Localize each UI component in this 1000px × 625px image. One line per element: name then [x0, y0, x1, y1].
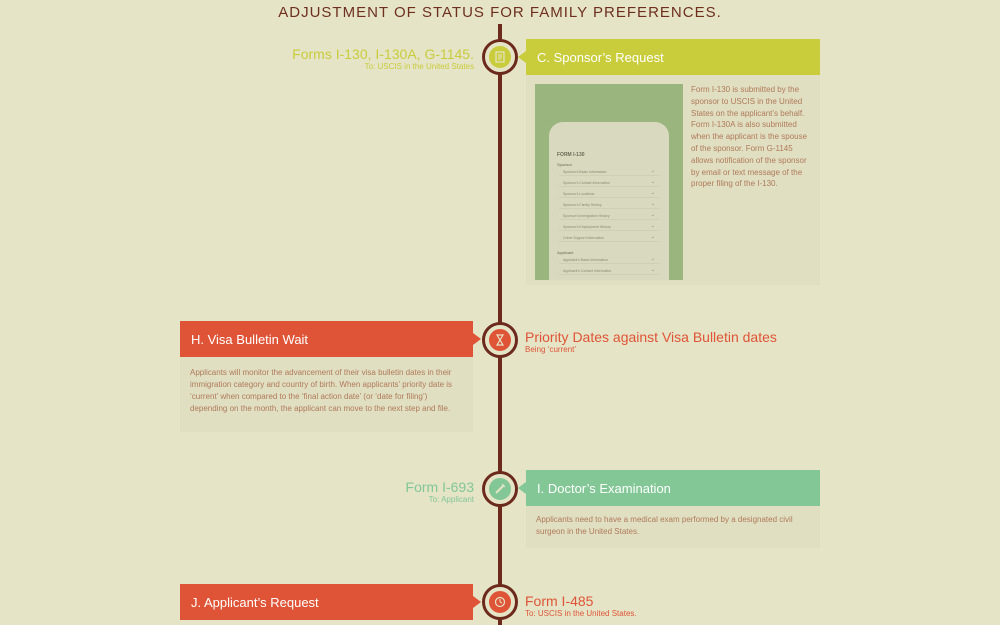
form-row: Sponsor's Employment History [559, 222, 659, 231]
form-row: Crime Support Information [559, 233, 659, 242]
side-label-main: Form I-693 [405, 479, 474, 495]
card-title: I. Doctor’s Examination [537, 480, 671, 496]
form-row: Applicant's Basic Information [559, 255, 659, 264]
hourglass-icon [494, 334, 506, 346]
side-label-sponsor: Forms I-130, I-130A, G-1145. To: USCIS i… [292, 46, 474, 72]
form-row: Sponsor's Basic Information [559, 167, 659, 176]
card-title: J. Applicant’s Request [191, 594, 319, 610]
side-label-sub: Being ‘current’ [525, 345, 577, 354]
card-body-doctor: Applicants need to have a medical exam p… [526, 506, 820, 548]
card-title: C. Sponsor’s Request [537, 49, 664, 65]
side-label-main: Form I-485 [525, 593, 594, 609]
card-body-visa-bulletin: Applicants will monitor the advancement … [180, 357, 473, 432]
side-label-main: Forms I-130, I-130A, G-1145. [292, 46, 474, 62]
side-label-doctor: Form I-693 To: Applicant [406, 479, 474, 505]
card-header-visa-bulletin[interactable]: H. Visa Bulletin Wait [180, 321, 473, 357]
card-text: Applicants need to have a medical exam p… [536, 515, 793, 536]
card-text: Applicants will monitor the advancement … [190, 368, 453, 413]
side-label-sub: To: USCIS in the United States. [525, 609, 637, 618]
card-pointer [518, 51, 526, 63]
card-pointer [473, 333, 481, 345]
side-label-visa-bulletin: Priority Dates against Visa Bulletin dat… [525, 329, 777, 355]
card-header-applicant[interactable]: J. Applicant’s Request [180, 584, 473, 620]
form-row: Sponsor's Locations [559, 189, 659, 198]
form-row: Sponsor's Family History [559, 200, 659, 209]
card-title: H. Visa Bulletin Wait [191, 331, 309, 347]
side-label-sub: To: USCIS in the United States [364, 62, 474, 71]
form-title: FORM I-130 [557, 152, 585, 158]
phone-mockup: FORM I-130 Sponsor Sponsor's Basic Infor… [549, 122, 669, 280]
timeline-node-sponsor[interactable] [482, 39, 518, 75]
form-i130-image: FORM I-130 Sponsor Sponsor's Basic Infor… [535, 84, 683, 280]
form-row: Sponsor's Contact Information [559, 178, 659, 187]
timeline-node-visa-bulletin[interactable] [482, 322, 518, 358]
card-header-doctor[interactable]: I. Doctor’s Examination [526, 470, 820, 506]
card-text-sponsor: Form I-130 is submitted by the sponsor t… [691, 85, 808, 189]
syringe-icon [494, 483, 506, 495]
form-section-sponsor: Sponsor [557, 162, 572, 167]
timeline-node-doctor[interactable] [482, 471, 518, 507]
form-row: Applicant's Contact Information [559, 266, 659, 275]
card-pointer [518, 482, 526, 494]
page-title: ADJUSTMENT OF STATUS FOR FAMILY PREFEREN… [278, 4, 722, 21]
card-pointer [473, 596, 481, 608]
side-label-sub: To: Applicant [428, 495, 474, 504]
side-label-applicant: Form I-485 To: USCIS in the United State… [525, 593, 637, 619]
document-icon [494, 51, 506, 63]
form-section-applicant: Applicant [557, 250, 574, 255]
timeline-node-applicant[interactable] [482, 584, 518, 620]
card-header-sponsor[interactable]: C. Sponsor’s Request [526, 39, 820, 75]
clock-icon [494, 596, 506, 608]
form-row: Sponsor's Immigration History [559, 211, 659, 220]
side-label-main: Priority Dates against Visa Bulletin dat… [525, 329, 777, 345]
